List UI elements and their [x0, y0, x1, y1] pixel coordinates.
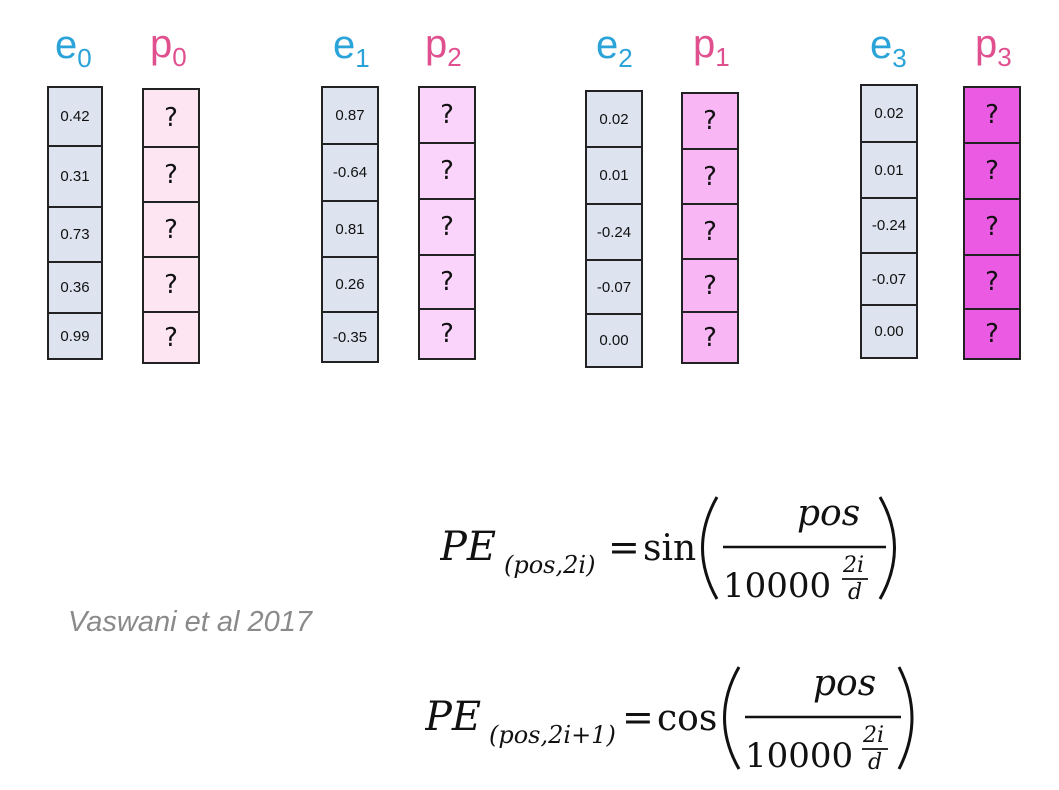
embedding-cell: 0.36	[47, 261, 103, 314]
embedding-cell: 0.31	[47, 145, 103, 208]
formula-function: cos	[657, 698, 717, 739]
positional-vector-p3: ? ? ? ? ?	[963, 86, 1021, 360]
positional-cell: ?	[142, 88, 200, 148]
label-e3: e3	[870, 23, 907, 74]
positional-cell: ?	[681, 92, 739, 150]
embedding-cell: 0.02	[585, 90, 643, 148]
positional-cell: ?	[142, 311, 200, 364]
positional-cell: ?	[418, 308, 476, 360]
embedding-vector-e1: 0.87 -0.64 0.81 0.26 -0.35	[321, 86, 379, 363]
formula-sine: PE (pos,2i) = sin pos 10000 2i d	[439, 485, 910, 620]
embedding-vector-e2: 0.02 0.01 -0.24 -0.07 0.00	[585, 90, 643, 368]
exponent-denominator: d	[848, 580, 862, 605]
left-paren	[723, 666, 741, 770]
positional-cell: ?	[418, 254, 476, 310]
label-e0: e0	[55, 23, 92, 74]
positional-cell: ?	[142, 256, 200, 313]
formula-sine-svg: PE (pos,2i) = sin pos 10000 2i d	[439, 493, 896, 606]
positional-cell: ?	[963, 142, 1021, 200]
positional-vector-p2: ? ? ? ? ?	[418, 86, 476, 360]
positional-cell: ?	[681, 258, 739, 313]
embedding-cell: -0.24	[585, 203, 643, 261]
right-paren	[878, 496, 896, 600]
formula-cosine-svg: PE (pos,2i+1) = cos pos 10000 2i d	[424, 663, 914, 776]
exponent-denominator: d	[868, 750, 882, 775]
positional-vector-p0: ? ? ? ? ?	[142, 88, 200, 364]
label-e2: e2	[596, 23, 633, 74]
embedding-cell: 0.01	[860, 141, 918, 199]
embedding-cell: -0.24	[860, 197, 918, 254]
embedding-cell: 0.26	[321, 256, 379, 313]
label-p0: p0	[150, 22, 187, 73]
formula-numerator: pos	[813, 663, 876, 704]
embedding-cell: -0.35	[321, 311, 379, 363]
embedding-cell: -0.64	[321, 143, 379, 202]
exponent-numerator: 2i	[862, 723, 884, 748]
embedding-cell: 0.81	[321, 200, 379, 258]
label-p3: p3	[975, 22, 1012, 73]
embedding-vector-e0: 0.42 0.31 0.73 0.36 0.99	[47, 86, 103, 360]
positional-cell: ?	[418, 198, 476, 256]
citation: Vaswani et al 2017	[68, 606, 312, 638]
formula-lhs-subscript: (pos,2i+1)	[489, 721, 616, 749]
embedding-vector-e3: 0.02 0.01 -0.24 -0.07 0.00	[860, 84, 918, 359]
positional-cell: ?	[681, 311, 739, 364]
left-paren	[701, 496, 719, 600]
label-p2: p2	[425, 22, 462, 73]
embedding-cell: 0.00	[860, 304, 918, 359]
positional-cell: ?	[681, 203, 739, 260]
formula-lhs: PE	[425, 694, 481, 740]
formula-lhs-subscript: (pos,2i)	[504, 551, 595, 579]
positional-cell: ?	[963, 86, 1021, 144]
positional-cell: ?	[418, 142, 476, 200]
formula-base: 10000	[723, 566, 831, 606]
embedding-cell: 0.73	[47, 206, 103, 263]
formula-equals: =	[622, 695, 654, 739]
positional-cell: ?	[142, 146, 200, 203]
embedding-cell: 0.99	[47, 312, 103, 360]
positional-cell: ?	[681, 148, 739, 205]
positional-cell: ?	[142, 201, 200, 258]
formula-equals: =	[608, 525, 640, 569]
right-paren	[897, 666, 914, 770]
embedding-cell: -0.07	[585, 259, 643, 315]
embedding-cell: 0.01	[585, 146, 643, 205]
positional-vector-p1: ? ? ? ? ?	[681, 92, 739, 364]
formula-function: sin	[643, 528, 696, 569]
formula-numerator: pos	[797, 493, 860, 534]
formula-base: 10000	[745, 736, 853, 776]
positional-cell: ?	[963, 254, 1021, 310]
positional-cell: ?	[418, 86, 476, 144]
formula-lhs: PE	[440, 524, 496, 570]
embedding-cell: 0.87	[321, 86, 379, 145]
positional-cell: ?	[963, 198, 1021, 256]
label-e1: e1	[333, 23, 370, 74]
exponent-numerator: 2i	[842, 553, 864, 578]
embedding-cell: -0.07	[860, 252, 918, 306]
embedding-cell: 0.02	[860, 84, 918, 143]
positional-cell: ?	[963, 308, 1021, 360]
label-p1: p1	[693, 22, 730, 73]
embedding-cell: 0.42	[47, 86, 103, 147]
embedding-cell: 0.00	[585, 313, 643, 368]
formula-cosine: PE (pos,2i+1) = cos pos 10000 2i d	[424, 655, 925, 790]
